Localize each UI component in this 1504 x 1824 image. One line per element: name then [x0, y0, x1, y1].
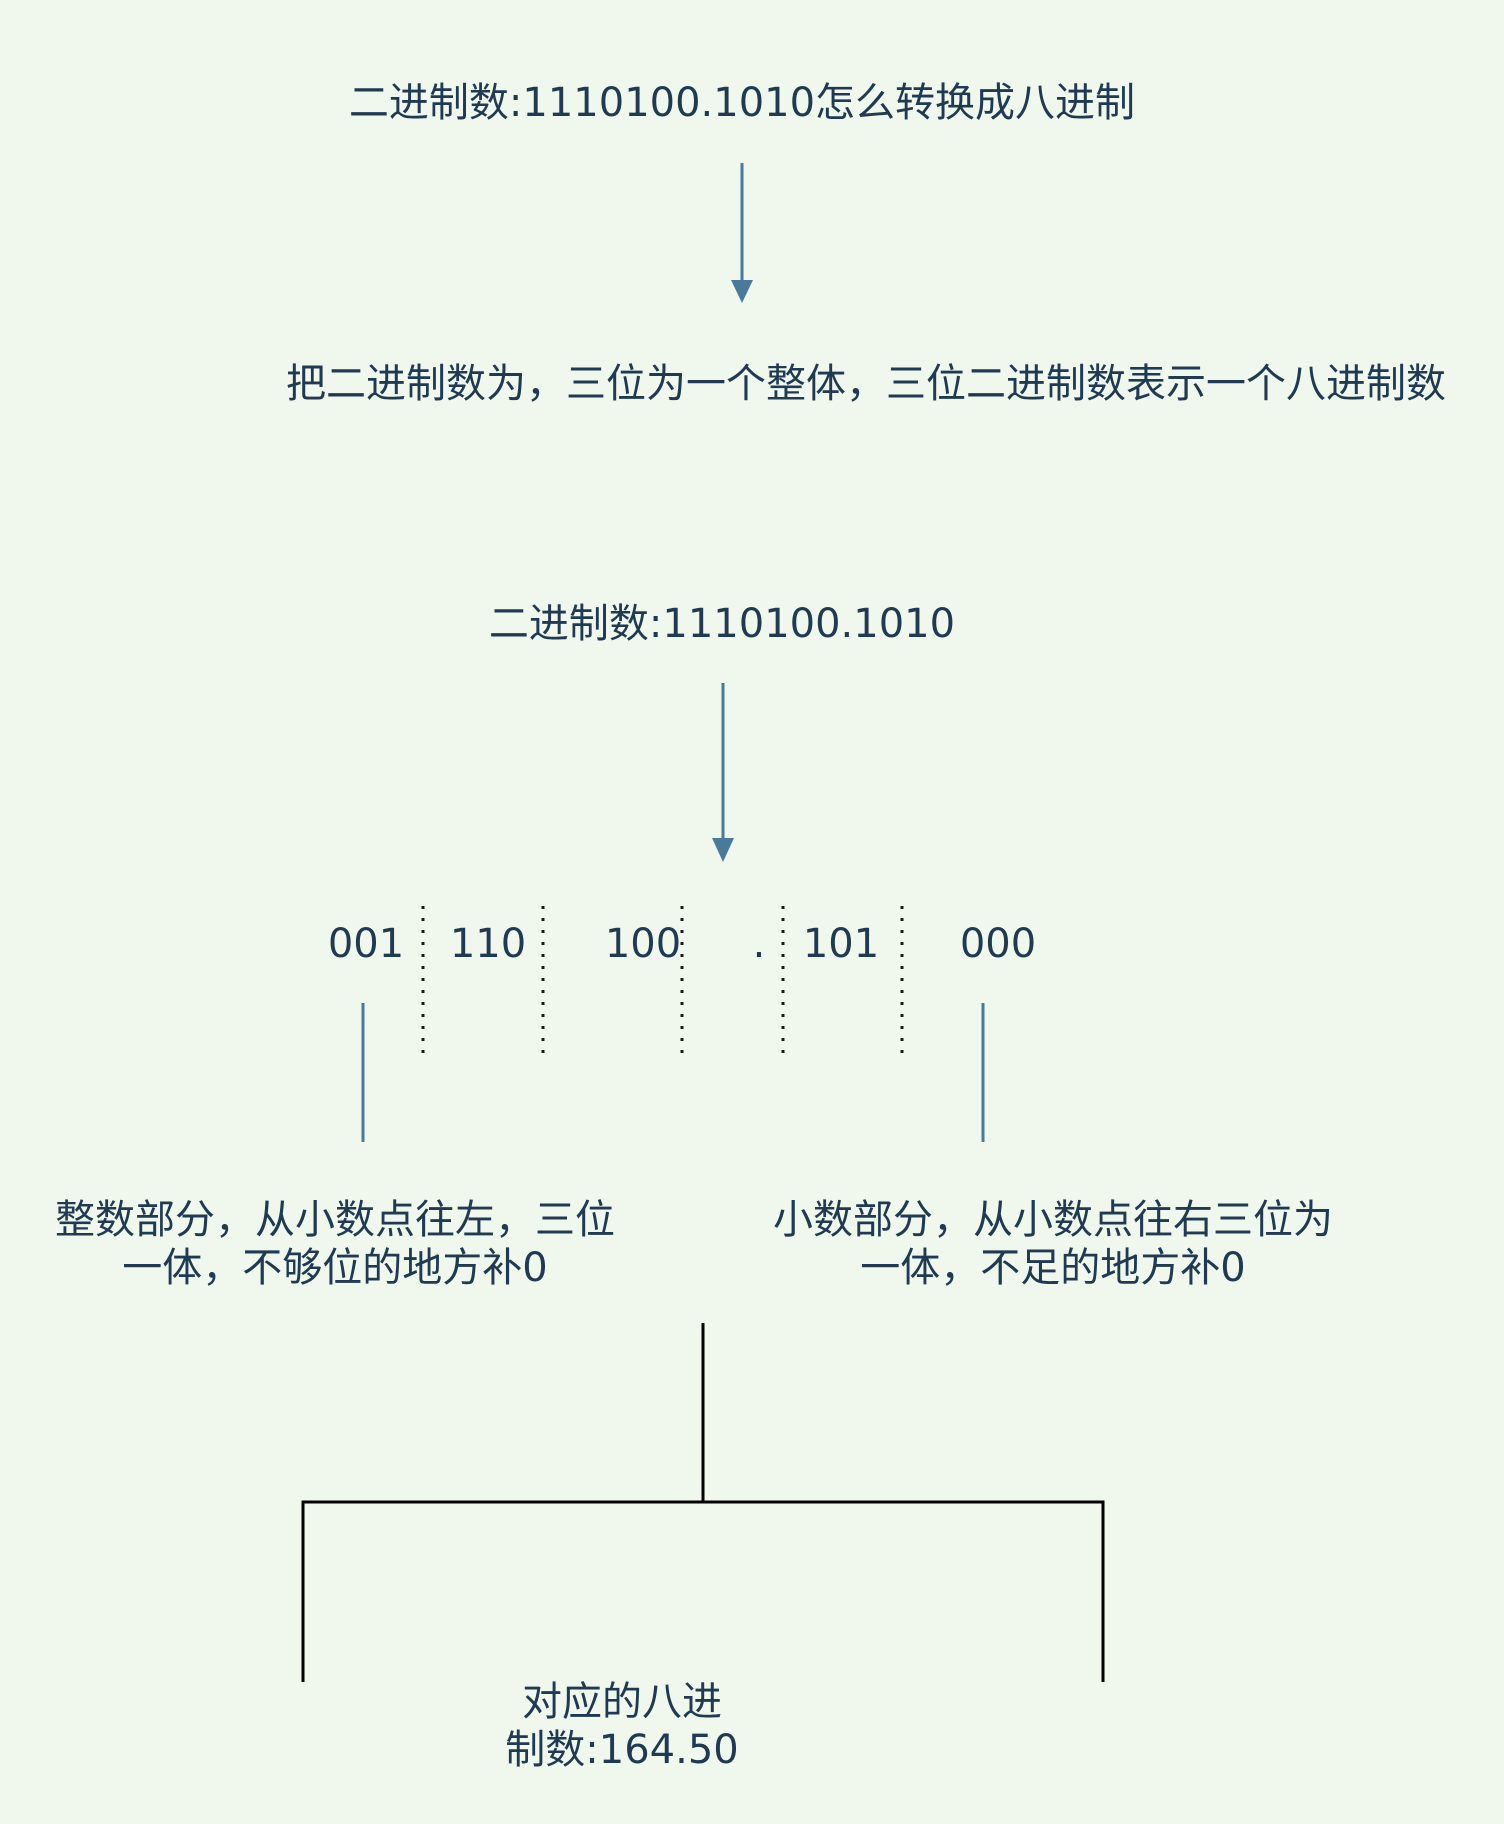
result-box: 对应的八进 制数:164.50 — [422, 1678, 822, 1774]
group-100: 100 — [604, 921, 682, 967]
fraction-note-line2: 一体，不足的地方补0 — [860, 1245, 1246, 1291]
result-line1: 对应的八进 — [522, 1679, 722, 1725]
arrow-down-2 — [712, 683, 734, 862]
result-bracket — [301, 1323, 1105, 1682]
group-000: 000 — [959, 921, 1037, 967]
group-110: 110 — [449, 921, 527, 967]
title-text: 二进制数:1110100.1010怎么转换成八进制 — [348, 80, 1136, 126]
result-line2: 制数:164.50 — [505, 1727, 739, 1773]
integer-note-line2: 一体，不够位的地方补0 — [122, 1245, 548, 1291]
fraction-note-line1: 小数部分，从小数点往右三位为 — [773, 1197, 1333, 1243]
dotted-separators — [421, 906, 904, 1058]
integer-note: 整数部分，从小数点往左，三位 一体，不够位的地方补0 — [30, 1196, 640, 1292]
group-001: 001 — [327, 921, 405, 967]
step-description: 把二进制数为，三位为一个整体，三位二进制数表示一个八进制数 — [286, 361, 1446, 407]
integer-note-line1: 整数部分，从小数点往左，三位 — [55, 1197, 615, 1243]
decimal-point: . — [752, 921, 766, 967]
binary-number: 二进制数:1110100.1010 — [488, 601, 956, 647]
group-101: 101 — [802, 921, 880, 967]
arrow-down-1 — [731, 163, 753, 303]
fraction-note: 小数部分，从小数点往右三位为 一体，不足的地方补0 — [748, 1196, 1358, 1292]
